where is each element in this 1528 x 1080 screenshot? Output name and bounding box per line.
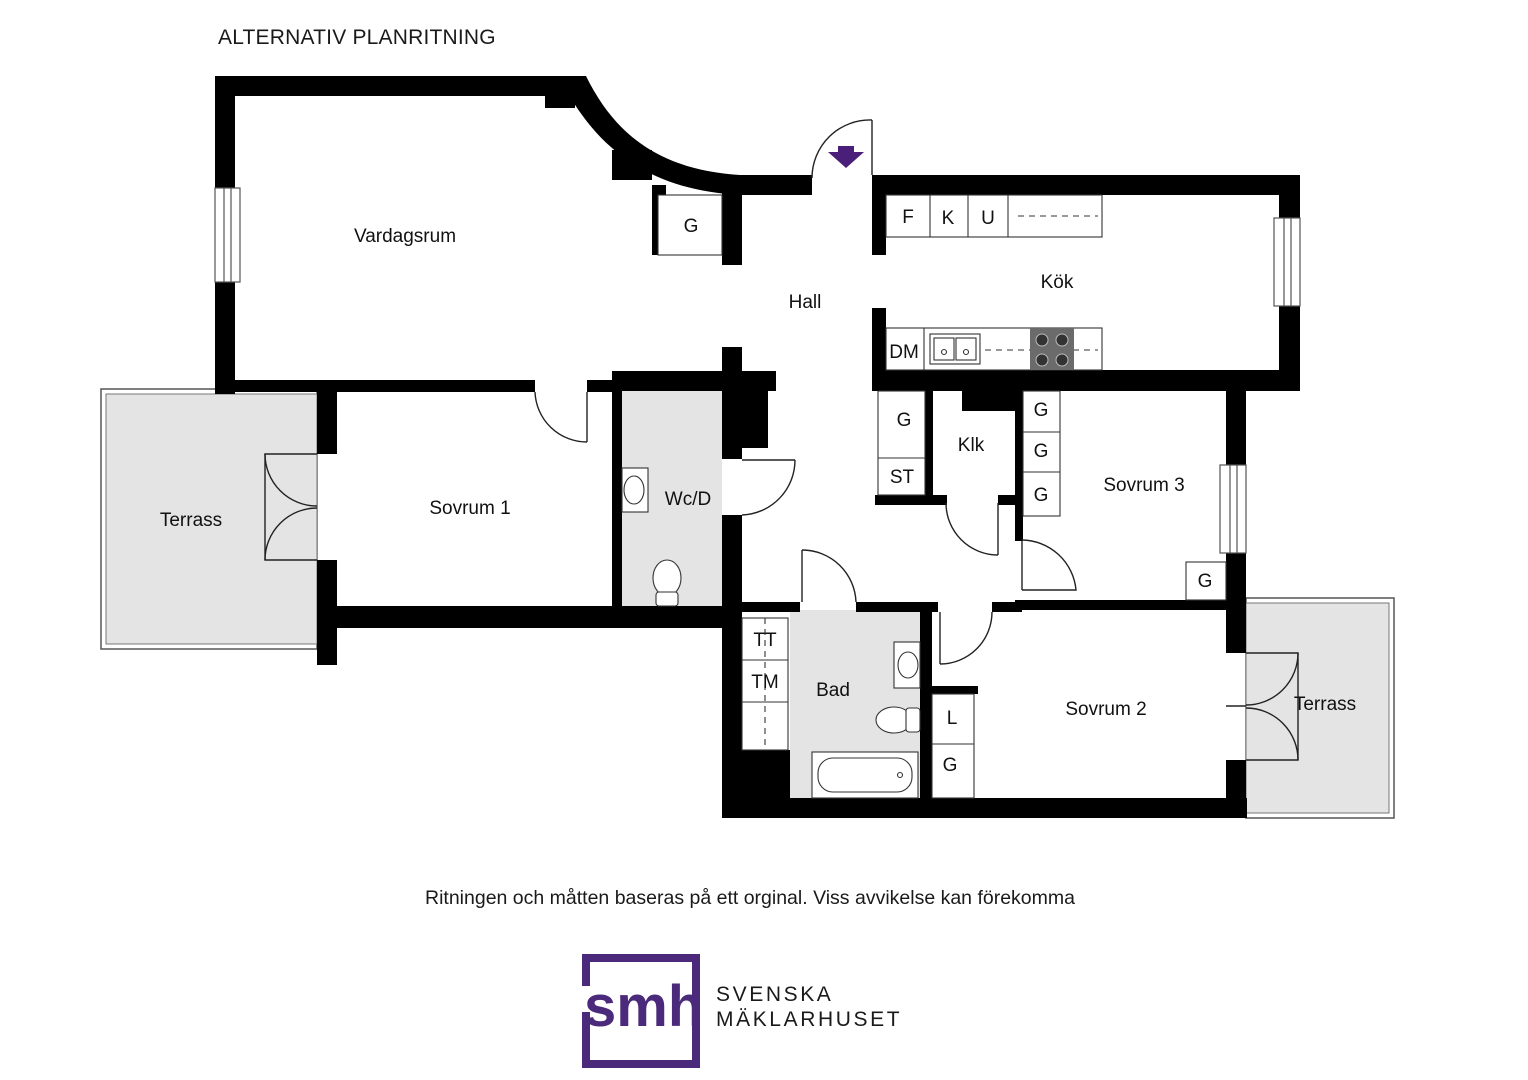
room-label-sovrum-1: Sovrum 1 bbox=[429, 498, 510, 519]
bathtub-icon bbox=[811, 751, 919, 799]
fixture-label-l: L bbox=[947, 708, 958, 729]
logo-wordmark: smh bbox=[584, 974, 703, 1039]
fixture-label-dm: DM bbox=[889, 342, 919, 363]
windows bbox=[214, 187, 1301, 554]
fixture-label-u: U bbox=[981, 208, 995, 229]
smh-logo-icon: smh bbox=[582, 954, 703, 1068]
room-label-klk: Klk bbox=[958, 435, 985, 456]
room-label-kok: Kök bbox=[1041, 272, 1074, 293]
fixture-label-g-sovrum3-1: G bbox=[1034, 400, 1049, 421]
walls bbox=[215, 76, 1300, 818]
fixture-label-tm: TM bbox=[751, 672, 778, 693]
stove-icon bbox=[1030, 328, 1074, 370]
room-label-bad: Bad bbox=[816, 680, 850, 701]
floor-plan: Vardagsrum Hall Kök Sovrum 1 Sovrum 2 So… bbox=[100, 76, 1395, 819]
bath-sink-icon bbox=[893, 641, 921, 689]
wc-sink-icon bbox=[621, 467, 649, 513]
fixture-label-tt: TT bbox=[753, 630, 777, 651]
room-label-terrass-right: Terrass bbox=[1294, 694, 1356, 715]
doors bbox=[264, 119, 1299, 761]
brand-line-2: MÄKLARHUSET bbox=[716, 1008, 903, 1031]
page-title: ALTERNATIV PLANRITNING bbox=[218, 26, 496, 49]
room-label-hall: Hall bbox=[789, 292, 822, 313]
room-label-sovrum-3: Sovrum 3 bbox=[1103, 475, 1184, 496]
brand-name: SVENSKA MÄKLARHUSET bbox=[716, 982, 902, 1032]
bath-toilet-icon bbox=[875, 706, 921, 734]
fixture-label-f: F bbox=[902, 207, 914, 228]
fixture-label-g-sovrum3-3: G bbox=[1034, 485, 1049, 506]
kitchen-sink-icon bbox=[929, 333, 981, 365]
room-label-sovrum-2: Sovrum 2 bbox=[1065, 699, 1146, 720]
room-label-terrass-left: Terrass bbox=[160, 510, 222, 531]
terrace-right bbox=[1245, 597, 1395, 819]
terrace-left bbox=[100, 388, 318, 650]
wc-toilet-icon bbox=[652, 559, 682, 607]
room-label-vardagsrum: Vardagsrum bbox=[354, 226, 456, 247]
fixture-label-k: K bbox=[942, 208, 955, 229]
room-label-wc-d: Wc/D bbox=[665, 489, 711, 510]
fixture-label-g-sovrum2: G bbox=[943, 755, 958, 776]
fixture-label-g-sovrum3-4: G bbox=[1198, 571, 1213, 592]
disclaimer-text: Ritningen och måtten baseras på ett orgi… bbox=[425, 887, 1075, 909]
entrance-arrow-icon bbox=[828, 146, 864, 168]
fixture-label-g-klk: G bbox=[897, 410, 912, 431]
brand-line-1: SVENSKA bbox=[716, 983, 834, 1006]
fixture-label-st: ST bbox=[890, 467, 915, 488]
fixture-label-g-hall: G bbox=[684, 216, 699, 237]
fixture-label-g-sovrum3-2: G bbox=[1034, 441, 1049, 462]
